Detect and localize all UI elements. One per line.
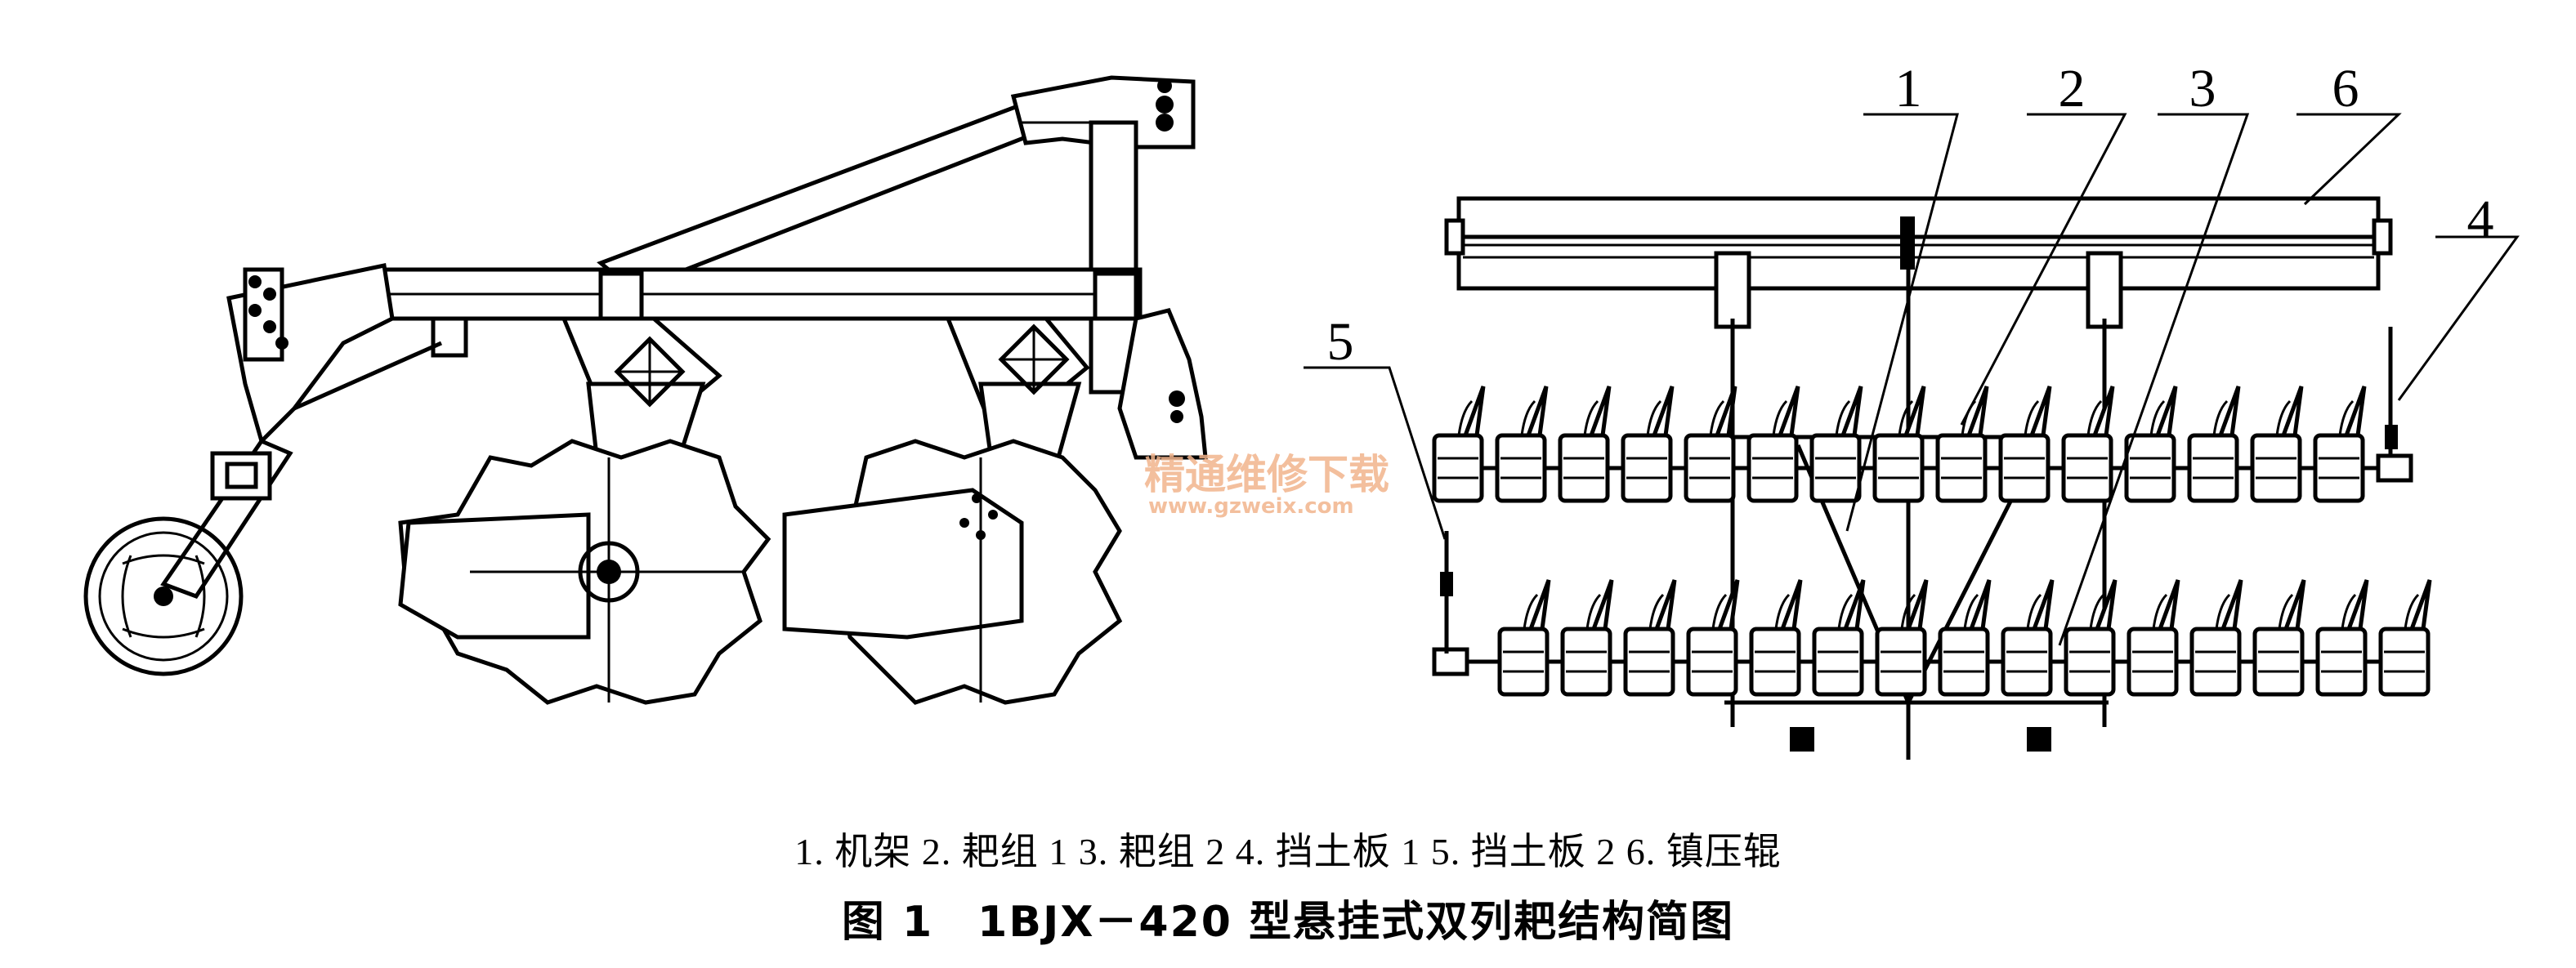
row2-disc-unit — [2378, 579, 2432, 697]
figure-title: 图 1 1BJX－420 型悬挂式双列耙结构简图 — [841, 898, 1735, 947]
row1-disc-unit — [2250, 386, 2304, 503]
row1-disc-unit — [2313, 386, 2367, 503]
side-top-link — [597, 75, 1196, 292]
part-label-1: 1 — [1895, 59, 1922, 118]
side-gauge-wheel — [83, 516, 244, 676]
watermark-url: www.gzweix.com — [1148, 494, 1354, 519]
row2-disc-unit — [2127, 579, 2180, 697]
row2-disc-unit — [1875, 579, 1929, 697]
part-label-2: 2 — [2059, 59, 2086, 118]
side-gauge-arm — [160, 438, 293, 600]
row2-disc-unit — [1812, 579, 1866, 697]
row2-disc-unit — [1686, 579, 1740, 697]
row2-disc-unit — [1623, 579, 1677, 697]
parts-legend: 1. 机架 2. 耙组 1 3. 耙组 2 4. 挡土板 1 5. 挡土板 2 … — [794, 831, 1782, 872]
side-rear-bracket — [1117, 308, 1208, 460]
row2-disc-unit — [1749, 579, 1803, 697]
row1-disc-unit — [2061, 386, 2115, 503]
watermark-cn: 精通维修下载 — [1144, 451, 1389, 498]
row1-disc-unit — [1809, 386, 1863, 503]
row2-disc-unit — [2315, 579, 2369, 697]
row1-disc-unit — [1558, 386, 1612, 503]
row2-disc-unit — [2189, 579, 2243, 697]
part-label-5: 5 — [1327, 312, 1354, 372]
row2-disc-unit — [1938, 579, 1992, 697]
row2-disc-unit — [2001, 579, 2055, 697]
plan-harrow-row-2-discs — [1497, 579, 2432, 697]
side-harrow-gang-2 — [782, 316, 1123, 705]
plan-deflector-1 — [2385, 327, 2398, 457]
part-label-3: 3 — [2189, 59, 2216, 118]
row1-disc-unit — [1495, 386, 1549, 503]
row1-disc-unit — [1998, 386, 2052, 503]
plan-roller — [1444, 196, 2393, 291]
row1-disc-unit — [1872, 386, 1926, 503]
plan-harrow-row-1-discs — [1432, 386, 2367, 503]
row1-disc-unit — [1432, 386, 1486, 503]
side-view — [83, 75, 1208, 705]
side-front-hitch — [226, 263, 468, 445]
side-mast — [1089, 78, 1174, 395]
row2-disc-unit — [1560, 579, 1614, 697]
row1-disc-unit — [1684, 386, 1737, 503]
row2-disc-unit — [2252, 579, 2306, 697]
plan-deflector-2 — [1440, 531, 1453, 654]
plan-view — [1432, 196, 2432, 760]
row2-disc-unit — [2064, 579, 2118, 697]
side-frame-beam — [378, 267, 1143, 321]
row1-disc-unit — [1935, 386, 1989, 503]
row1-disc-unit — [1621, 386, 1675, 503]
row1-disc-unit — [2187, 386, 2241, 503]
leader-lines — [1304, 113, 2520, 646]
part-label-6: 6 — [2332, 59, 2359, 118]
row2-disc-unit — [1497, 579, 1551, 697]
row1-disc-unit — [1746, 386, 1800, 503]
row1-disc-unit — [2124, 386, 2178, 503]
part-label-4: 4 — [2467, 190, 2494, 249]
side-harrow-gang-1 — [398, 316, 771, 705]
